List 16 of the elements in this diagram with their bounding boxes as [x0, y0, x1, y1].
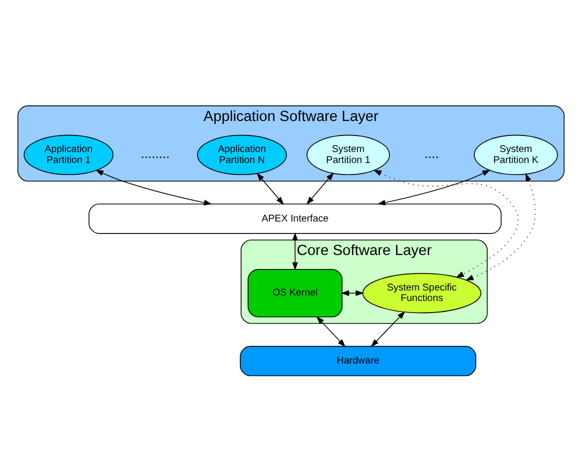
arrow	[95, 170, 212, 206]
node-box: OS Kernel	[248, 269, 343, 318]
label: ....	[424, 146, 439, 162]
arrow	[340, 290, 364, 296]
node-ellipse: Application Partition N	[197, 134, 287, 175]
arrow	[370, 311, 406, 347]
arrow	[292, 232, 298, 270]
arrow	[465, 173, 536, 281]
arrow	[377, 170, 491, 206]
arrow	[316, 316, 346, 348]
arrow	[373, 170, 518, 278]
node-box: APEX Interface	[88, 204, 502, 234]
arrow	[306, 172, 334, 205]
label: ........	[140, 146, 170, 162]
arrow	[256, 172, 284, 205]
node-box: Hardware	[240, 346, 476, 376]
